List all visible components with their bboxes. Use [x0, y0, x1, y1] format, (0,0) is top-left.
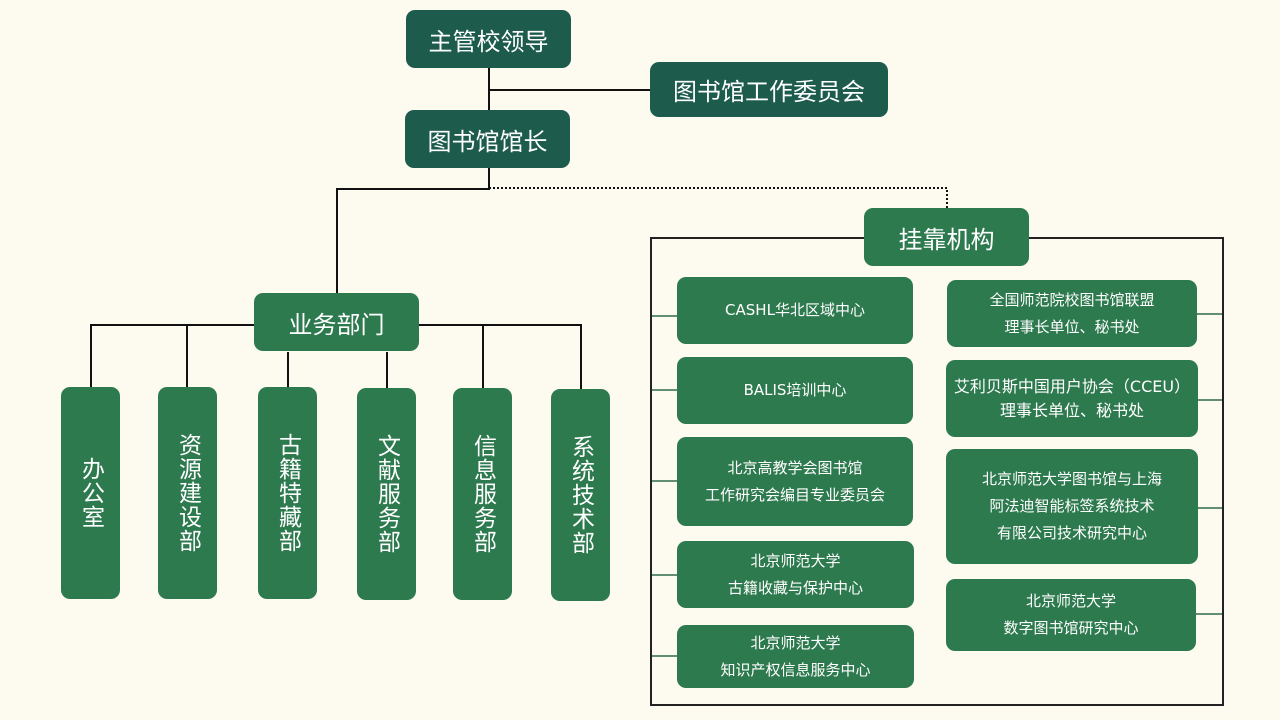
dept-office-label: 办公室	[77, 457, 104, 529]
affiliate-rfid-research-center[interactable]: 北京师范大学图书馆与上海 阿法迪智能标签系统技术 有限公司技术研究中心	[946, 449, 1198, 564]
dept-resource-building-label: 资源建设部	[174, 433, 201, 553]
line-business-left	[90, 324, 254, 387]
affiliate-balis[interactable]: BALIS培训中心	[677, 357, 913, 424]
node-business-departments-label: 业务部门	[288, 310, 385, 339]
node-school-leader-label: 主管校领导	[428, 27, 549, 56]
affiliate-normal-universities-alliance[interactable]: 全国师范院校图书馆联盟 理事长单位、秘书处	[947, 280, 1197, 347]
affiliate-ancient-books-protection[interactable]: 北京师范大学 古籍收藏与保护中心	[677, 541, 914, 608]
dept-document-services[interactable]: 文献服务部	[357, 388, 416, 600]
node-affiliated-institutions-label: 挂靠机构	[898, 225, 995, 254]
node-business-departments[interactable]: 业务部门	[254, 293, 419, 351]
node-library-committee-label: 图书馆工作委员会	[673, 78, 865, 106]
dept-resource-building[interactable]: 资源建设部	[158, 387, 217, 599]
affiliate-cashl[interactable]: CASHL华北区域中心	[677, 277, 913, 344]
affiliate-rfid-research-center-line-1: 北京师范大学图书馆与上海	[981, 470, 1162, 488]
dept-office[interactable]: 办公室	[61, 387, 120, 599]
affiliate-rfid-research-center-line-2: 阿法迪智能标签系统技术	[989, 497, 1155, 515]
affiliate-digital-library-center-line-1: 北京师范大学	[1025, 592, 1116, 610]
affiliate-normal-universities-alliance-line-2: 理事长单位、秘书处	[1004, 317, 1140, 336]
affiliate-balis-line-1: BALIS培训中心	[743, 381, 847, 399]
affiliate-cataloging-committee[interactable]: 北京高教学会图书馆 工作研究会编目专业委员会	[677, 437, 913, 526]
node-affiliated-institutions[interactable]: 挂靠机构	[864, 208, 1029, 266]
line-director-business	[336, 168, 490, 293]
node-library-committee[interactable]: 图书馆工作委员会	[650, 62, 888, 117]
affiliate-ancient-books-protection-line-2: 古籍收藏与保护中心	[727, 578, 863, 597]
affiliate-cceu[interactable]: 艾利贝斯中国用户协会（CCEU） 理事长单位、秘书处	[946, 360, 1198, 437]
dept-system-technology[interactable]: 系统技术部	[551, 389, 610, 601]
affiliate-ip-services[interactable]: 北京师范大学 知识产权信息服务中心	[677, 625, 914, 688]
dept-system-technology-label: 系统技术部	[567, 435, 594, 555]
affiliate-rfid-research-center-line-3: 有限公司技术研究中心	[996, 524, 1147, 542]
affiliate-cashl-line-1: CASHL华北区域中心	[725, 301, 865, 319]
dept-document-services-label: 文献服务部	[373, 434, 400, 554]
line-director-affiliated	[489, 187, 948, 208]
node-library-director-label: 图书馆馆长	[427, 127, 548, 156]
node-school-leader[interactable]: 主管校领导	[406, 10, 571, 68]
affiliate-cataloging-committee-line-2: 工作研究会编目专业委员会	[704, 485, 885, 504]
affiliate-normal-universities-alliance-line-1: 全国师范院校图书馆联盟	[989, 290, 1155, 309]
affiliate-ip-services-line-1: 北京师范大学	[750, 633, 841, 652]
line-business-right	[419, 324, 582, 389]
dept-ancient-books-label: 古籍特藏部	[274, 433, 301, 553]
affiliate-digital-library-center[interactable]: 北京师范大学 数字图书馆研究中心	[946, 579, 1196, 651]
affiliate-cataloging-committee-line-1: 北京高教学会图书馆	[727, 458, 863, 477]
dept-ancient-books[interactable]: 古籍特藏部	[258, 387, 317, 599]
node-library-director[interactable]: 图书馆馆长	[405, 110, 570, 168]
dept-information-services-label: 信息服务部	[469, 434, 496, 554]
dept-information-services[interactable]: 信息服务部	[453, 388, 512, 600]
affiliate-cceu-line-2: 理事长单位、秘书处	[999, 400, 1144, 420]
affiliate-ip-services-line-2: 知识产权信息服务中心	[720, 660, 871, 679]
affiliate-digital-library-center-line-2: 数字图书馆研究中心	[1003, 619, 1139, 637]
affiliate-cceu-line-1: 艾利贝斯中国用户协会（CCEU）	[953, 376, 1191, 396]
affiliate-ancient-books-protection-line-1: 北京师范大学	[750, 551, 841, 570]
